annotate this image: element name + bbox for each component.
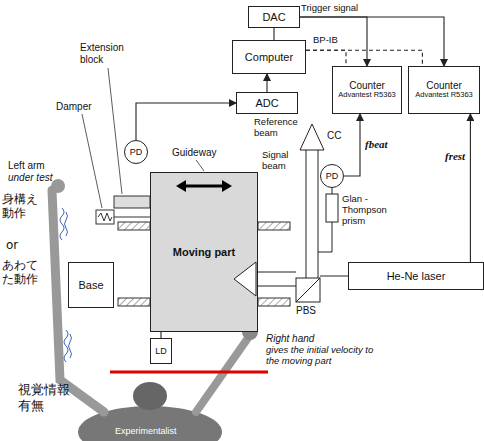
model-name: Advantest R5363 — [415, 91, 473, 100]
guideway-rail — [258, 298, 290, 306]
leader-line — [108, 68, 122, 194]
guideway-rail — [118, 222, 150, 230]
signal-beam — [258, 272, 296, 273]
device-box: ADC — [236, 92, 298, 114]
signal-label: fbeat — [364, 138, 389, 150]
beam — [318, 222, 332, 252]
right-arm — [196, 338, 248, 412]
box-label: LD — [155, 346, 167, 356]
signal-line — [266, 74, 267, 92]
beam-label: Reference beam — [254, 117, 300, 139]
condition-note: 視覚情報有無 — [18, 382, 74, 413]
detector-circle: PD — [124, 140, 148, 164]
person-label: Experimentalist — [115, 426, 177, 436]
device-box: LD — [150, 338, 172, 364]
box-label: DAC — [262, 11, 285, 24]
device-box: Base — [68, 262, 114, 308]
extension-block — [114, 196, 150, 208]
condition-note: or — [6, 238, 18, 252]
pbs-cube — [296, 278, 320, 302]
beam — [332, 188, 333, 194]
guideway-rail — [118, 298, 150, 306]
cc-prism — [300, 124, 324, 150]
box-label: Computer — [245, 51, 293, 64]
box-label: Counter — [349, 80, 385, 92]
reference-beam — [306, 150, 307, 278]
bus-line — [306, 50, 346, 66]
part-label: Guideway — [172, 147, 216, 159]
part-label: Right hand — [266, 333, 314, 345]
box-label: PD — [326, 171, 339, 181]
signal-label: BP-IB — [312, 35, 339, 45]
red-line — [110, 371, 268, 374]
device-box: Moving part — [150, 172, 258, 332]
reference-beam — [318, 150, 319, 278]
vibration-mark — [64, 330, 72, 362]
damper-rod — [114, 217, 150, 218]
detector-circle: PD — [320, 164, 344, 188]
bus-line — [306, 50, 422, 66]
box-label: PD — [130, 147, 143, 157]
device-box: DAC — [248, 6, 300, 28]
part-note: gives the initial velocity to the moving… — [266, 345, 384, 367]
box-label: Base — [78, 279, 103, 292]
signal-label: Trigger signal — [300, 3, 359, 13]
pbs-diagonal — [296, 278, 320, 302]
part-label: CC — [327, 130, 341, 142]
signal-line — [300, 17, 444, 66]
signal-label: frest — [444, 150, 466, 162]
part-label: Glan -Thompson prism — [342, 194, 396, 227]
model-name: Advantest R5363 — [338, 91, 396, 100]
part-label: Left arm — [8, 160, 45, 172]
box-label: Counter — [426, 80, 462, 92]
device-box: He-Ne laser — [348, 262, 484, 290]
box-label: He-Ne laser — [387, 270, 446, 283]
device-box: CounterAdvantest R5363 — [332, 66, 402, 114]
condition-note: 身構え動作 — [2, 192, 42, 221]
part-label: Damper — [56, 101, 92, 113]
signal-line — [344, 114, 360, 176]
signal-line — [136, 103, 236, 140]
glan-thompson-prism — [326, 194, 338, 222]
laser-beam — [320, 276, 348, 277]
part-note: under test — [8, 172, 52, 184]
device-box: CounterAdvantest R5363 — [408, 66, 480, 114]
box-label: Moving part — [173, 246, 235, 259]
signal-beam — [258, 286, 296, 287]
leader-line — [82, 114, 102, 208]
part-label: Extension block — [80, 42, 140, 65]
head — [133, 382, 167, 410]
signal-line — [300, 17, 367, 66]
vibration-mark — [60, 208, 68, 240]
part-label: PBS — [296, 305, 316, 317]
guideway-rail — [258, 222, 290, 230]
beam-label: Signal beam — [262, 150, 300, 172]
condition-note: あわてた動作 — [2, 258, 42, 287]
signal-line — [470, 114, 471, 262]
left-hand — [51, 179, 65, 193]
damper-spring — [98, 213, 112, 221]
damper — [96, 210, 114, 224]
device-box: Computer — [232, 40, 306, 74]
leader-line — [196, 160, 204, 171]
box-label: ADC — [255, 97, 278, 110]
signal-line — [273, 28, 274, 40]
